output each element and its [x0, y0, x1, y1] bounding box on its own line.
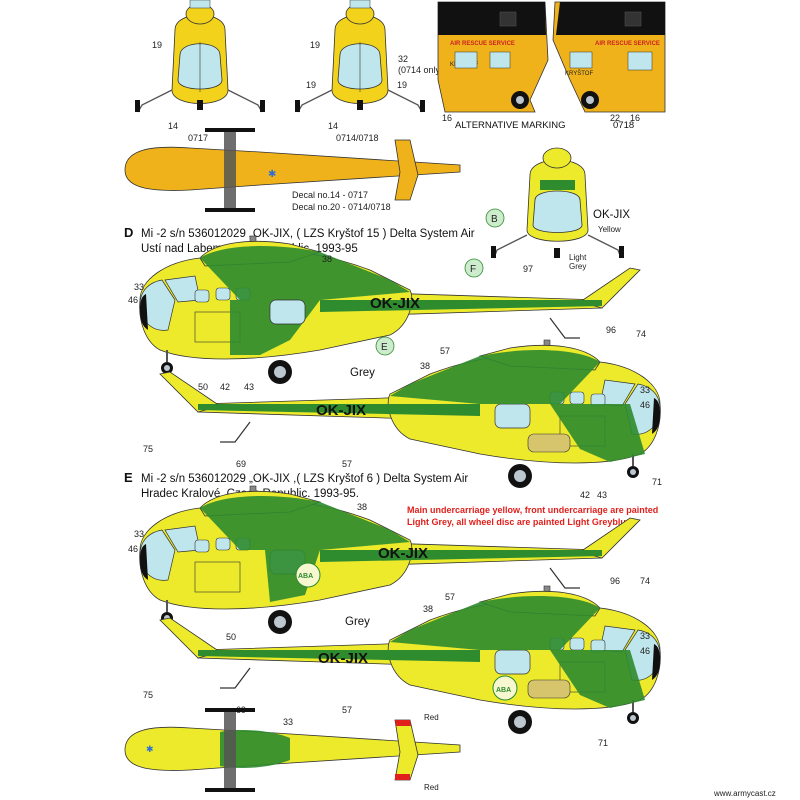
callout-19: 19 — [152, 40, 162, 50]
callout-19: 19 — [310, 40, 320, 50]
svg-text:ABA: ABA — [298, 573, 313, 580]
callout-32: 32 — [398, 54, 408, 64]
front-view-0714-0718: 19 32 (0714 only) 19 19 14 0714/0718 — [295, 0, 443, 143]
callout-57: 57 — [440, 346, 450, 356]
callout-57: 57 — [342, 705, 352, 715]
callout-43: 43 — [597, 490, 607, 500]
yellow-label: Yellow — [598, 225, 621, 234]
callout-46: 46 — [128, 544, 138, 554]
light-grey-label-1: Light — [569, 253, 587, 262]
callout-14: 14 — [328, 121, 338, 131]
callout-97: 97 — [523, 264, 533, 274]
front-view-0717: 19 14 0717 — [135, 0, 265, 143]
callout-19: 19 — [397, 80, 407, 90]
light-grey-label-2: Grey — [569, 262, 586, 271]
aba-logo: ABA — [496, 687, 511, 694]
top-view-orange: ✱ Decal no.14 - 0717 Decal no.20 - 0714/… — [124, 128, 461, 212]
decal-note-14: Decal no.14 - 0717 — [292, 190, 368, 200]
callout-57: 57 — [445, 592, 455, 602]
d-side-view-left: OK-JIX — [138, 235, 641, 385]
undercarriage-note-1: Main undercarriage yellow, front underca… — [407, 505, 658, 515]
callout-74: 74 — [640, 576, 650, 586]
callout-38: 38 — [357, 502, 367, 512]
registration-e2: OK-JIX — [318, 650, 368, 667]
callout-33: 33 — [640, 631, 650, 641]
alternative-marking-panel-right: AIR RESCUE SERVICE KRYŠTOF 22 16 — [552, 1, 666, 123]
callout-16: 16 — [442, 113, 452, 123]
callout-69: 69 — [236, 459, 246, 469]
website-footer[interactable]: www.armycast.cz — [713, 789, 776, 798]
callout-96: 96 — [606, 325, 616, 335]
d-side-view-right — [159, 339, 662, 489]
alt-door-text: AIR RESCUE SERVICE — [450, 41, 515, 47]
alt-marking-title: ALTERNATIVE MARKING — [455, 120, 566, 131]
alt-door-text: AIR RESCUE SERVICE — [595, 41, 660, 47]
badge-e: E — [381, 342, 388, 353]
front-view-ok-jix: B OK-JIX Yellow 97 Light Grey — [485, 147, 630, 274]
e-side-view-right — [159, 585, 662, 735]
ok-jix-label: OK-JIX — [593, 209, 630, 221]
callout-75: 75 — [143, 690, 153, 700]
callout-74: 74 — [636, 329, 646, 339]
callout-46: 46 — [640, 646, 650, 656]
bottom-top-view: ✱ 33 Red Red — [124, 708, 461, 792]
badge-f: F — [470, 264, 476, 275]
alt-name-text: KRYŠTOF — [565, 70, 593, 77]
star-of-life-icon: ✱ — [268, 169, 276, 180]
undercarriage-note-2: Light Grey, all wheel disc are painted L… — [407, 517, 633, 527]
callout-33: 33 — [134, 282, 144, 292]
section-d-line1: Mi -2 s/n 536012029 „OK-JIX, ( LZS Kryšt… — [141, 228, 475, 240]
section-d-letter: D — [124, 225, 133, 240]
callout-75: 75 — [143, 444, 153, 454]
grey-label-e: Grey — [345, 616, 370, 628]
callout-42: 42 — [580, 490, 590, 500]
callout-43: 43 — [244, 382, 254, 392]
callout-38: 38 — [322, 254, 332, 264]
e-side-view-right-labels: ABA OK-JIX Grey 38 33 46 75 69 57 71 — [143, 604, 650, 748]
callout-22: 22 — [610, 113, 620, 123]
d-side-view-right-labels: OK-JIX Grey 38 33 46 75 69 57 42 43 71 — [143, 361, 662, 500]
callout-38: 38 — [423, 604, 433, 614]
callout-19: 19 — [306, 80, 316, 90]
callout-50: 50 — [226, 632, 236, 642]
decal-note-20: Decal no.20 - 0714/0718 — [292, 202, 391, 212]
registration-d1: OK-JIX — [370, 295, 420, 312]
callout-50: 50 — [198, 382, 208, 392]
callout-16: 16 — [630, 113, 640, 123]
callout-57: 57 — [342, 459, 352, 469]
star-of-life-icon: ✱ — [146, 744, 154, 754]
badge-b: B — [491, 214, 498, 225]
callout-33: 33 — [134, 529, 144, 539]
callout-0714-only: (0714 only) — [398, 65, 443, 75]
alt-marking-code: 0718 — [613, 120, 634, 131]
callout-96: 96 — [610, 576, 620, 586]
view-label-0717: 0717 — [188, 133, 208, 143]
section-e-letter: E — [124, 470, 133, 485]
callout-14: 14 — [168, 121, 178, 131]
red-label-2: Red — [424, 783, 439, 792]
alternative-marking-panel-left: AIR RESCUE SERVICE KRYŠTOF 16 — [437, 1, 549, 123]
grey-label-d: Grey — [350, 367, 375, 379]
callout-46: 46 — [128, 295, 138, 305]
callout-46: 46 — [640, 400, 650, 410]
section-e-line1: Mi -2 s/n 536012029 „OK-JIX ,( LZS Kryšt… — [141, 473, 468, 485]
registration-d2: OK-JIX — [316, 402, 366, 419]
callout-71: 71 — [652, 477, 662, 487]
callout-33: 33 — [283, 717, 293, 727]
registration-e1: OK-JIX — [378, 545, 428, 562]
callout-33: 33 — [640, 385, 650, 395]
view-label-0714-0718: 0714/0718 — [336, 133, 379, 143]
callout-42: 42 — [220, 382, 230, 392]
callout-71: 71 — [598, 738, 608, 748]
e-side-view-left: ABA OK-JIX — [138, 485, 641, 635]
callout-38: 38 — [420, 361, 430, 371]
red-label-1: Red — [424, 713, 439, 722]
